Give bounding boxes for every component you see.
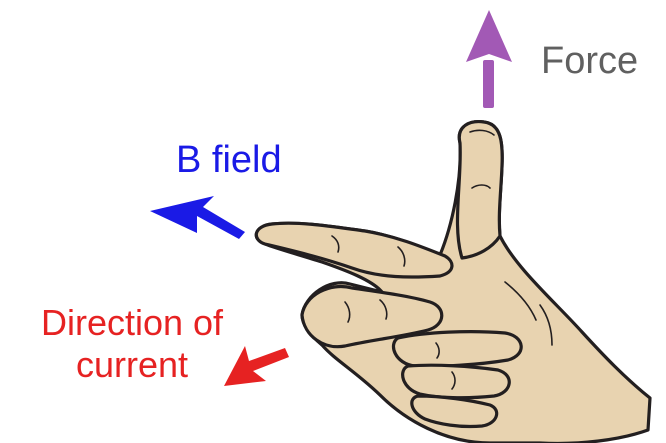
thumb (455, 120, 504, 260)
folded-finger-1 (392, 330, 523, 368)
force-label: Force (541, 40, 639, 82)
b-field-label: B field (176, 139, 282, 181)
middle-finger (300, 285, 444, 349)
folded-finger-3 (410, 394, 499, 429)
current-direction-label: Direction of current (2, 302, 262, 386)
force-arrow-icon (466, 10, 512, 108)
hand-creases (331, 129, 553, 390)
index-finger (254, 221, 454, 279)
folded-finger-2 (401, 363, 511, 400)
b-field-arrow-icon (150, 196, 245, 239)
current-label-line-1: Direction of (40, 302, 224, 343)
current-label-line-2: current (75, 343, 189, 385)
hand-icon (254, 120, 652, 443)
current-arrow-icon (224, 346, 289, 386)
